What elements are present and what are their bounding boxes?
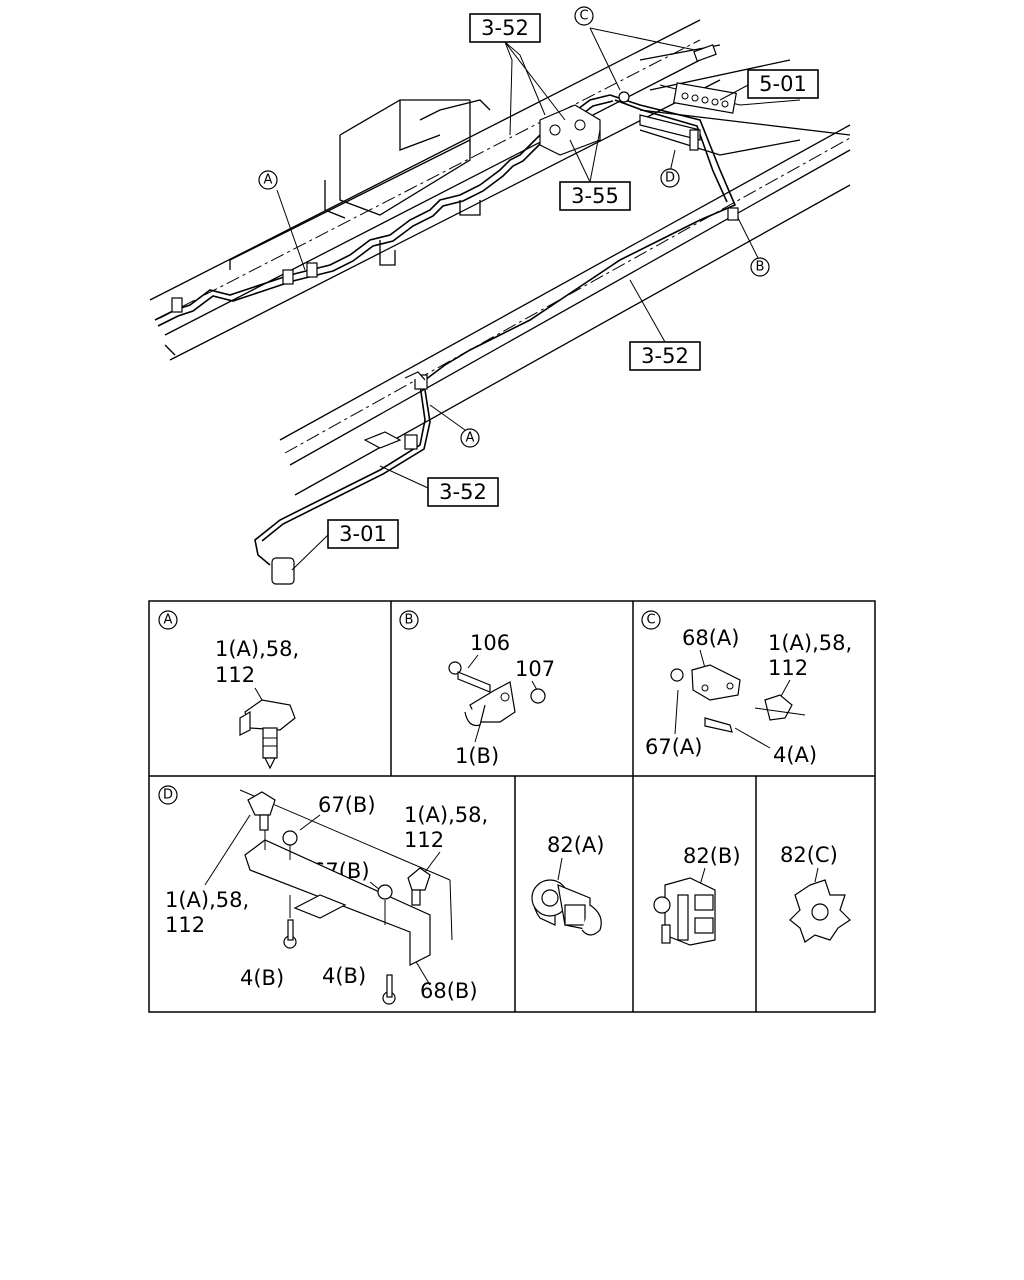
- detail-grid: [148, 600, 876, 1013]
- part-label: 67(A): [645, 735, 702, 759]
- part-label: 1(A),58,: [404, 803, 488, 827]
- part-label: 112: [215, 663, 255, 687]
- circle-ref-a-top: A: [258, 170, 278, 190]
- clamp-part-82b: [653, 877, 716, 946]
- part-label: 106: [470, 631, 510, 655]
- part-label: 112: [768, 656, 808, 680]
- detail-panel-b: B 106 107 1(B): [399, 610, 555, 768]
- part-label: 82(C): [780, 843, 838, 867]
- part-label: 107: [515, 657, 555, 681]
- part-label: 1(A),58,: [165, 888, 249, 912]
- panel-marker: C: [646, 613, 655, 628]
- detail-panel-82b: 82(B): [653, 844, 741, 946]
- part-label: 1(A),58,: [768, 631, 852, 655]
- callout-label: 3-01: [339, 522, 387, 546]
- detail-panel-d: D 67(B) 1(A),58, 112 67(B) 1(A),58, 112 …: [158, 785, 488, 1005]
- bracket-part: [239, 789, 453, 1005]
- panel-marker: D: [163, 788, 173, 803]
- part-label: 82(A): [547, 833, 604, 857]
- part-label: 4(B): [240, 966, 284, 990]
- callout-leaders: [276, 27, 759, 571]
- callout-label: 3-55: [571, 184, 619, 208]
- detail-panel-c: C 68(A) 1(A),58, 112 67(A) 4(A): [641, 610, 852, 767]
- clamp-part-82c: [789, 879, 851, 943]
- part-label: 4(A): [773, 743, 817, 767]
- callout-label: 3-52: [481, 16, 529, 40]
- part-label: 1(A),58,: [215, 637, 299, 661]
- panel-marker: B: [405, 613, 414, 628]
- detail-panel-82a: 82(A): [531, 833, 604, 936]
- circle-ref-a-low: A: [460, 428, 480, 448]
- callout-label: 5-01: [759, 72, 807, 96]
- detail-panel-82c: 82(C): [780, 843, 851, 943]
- callout-3-01: 3-01: [327, 519, 399, 549]
- part-label: 1(B): [455, 744, 499, 768]
- callout-3-52-top: 3-52: [469, 13, 541, 43]
- svg-text:B: B: [756, 260, 765, 275]
- part-label: 68(A): [682, 626, 739, 650]
- callout-5-01: 5-01: [747, 69, 819, 99]
- callout-3-52-low: 3-52: [427, 477, 499, 507]
- part-label: 112: [404, 828, 444, 852]
- svg-text:A: A: [264, 173, 273, 188]
- callout-label: 3-52: [439, 480, 487, 504]
- callout-3-52-mid: 3-52: [629, 341, 701, 371]
- bracket-part: [448, 661, 546, 727]
- bracket-part: [670, 664, 806, 733]
- clip-part: [239, 699, 296, 770]
- callout-label: 3-52: [641, 344, 689, 368]
- detail-panel-a: A 1(A),58, 112: [158, 610, 299, 770]
- callout-3-55: 3-55: [559, 181, 631, 211]
- part-label: 82(B): [683, 844, 741, 868]
- part-label: 67(B): [318, 793, 376, 817]
- svg-text:D: D: [665, 171, 675, 186]
- part-label: 112: [165, 913, 205, 937]
- part-label: 68(B): [420, 979, 478, 1003]
- panel-marker: A: [164, 613, 173, 628]
- part-label: 4(B): [322, 964, 366, 988]
- svg-text:C: C: [579, 9, 588, 24]
- clamp-part-82a: [531, 879, 602, 936]
- frame-assembly-drawing: [149, 19, 851, 585]
- circle-ref-b: B: [750, 257, 770, 277]
- circle-ref-d: D: [660, 168, 680, 188]
- svg-text:A: A: [466, 431, 475, 446]
- circle-ref-c: C: [574, 6, 594, 26]
